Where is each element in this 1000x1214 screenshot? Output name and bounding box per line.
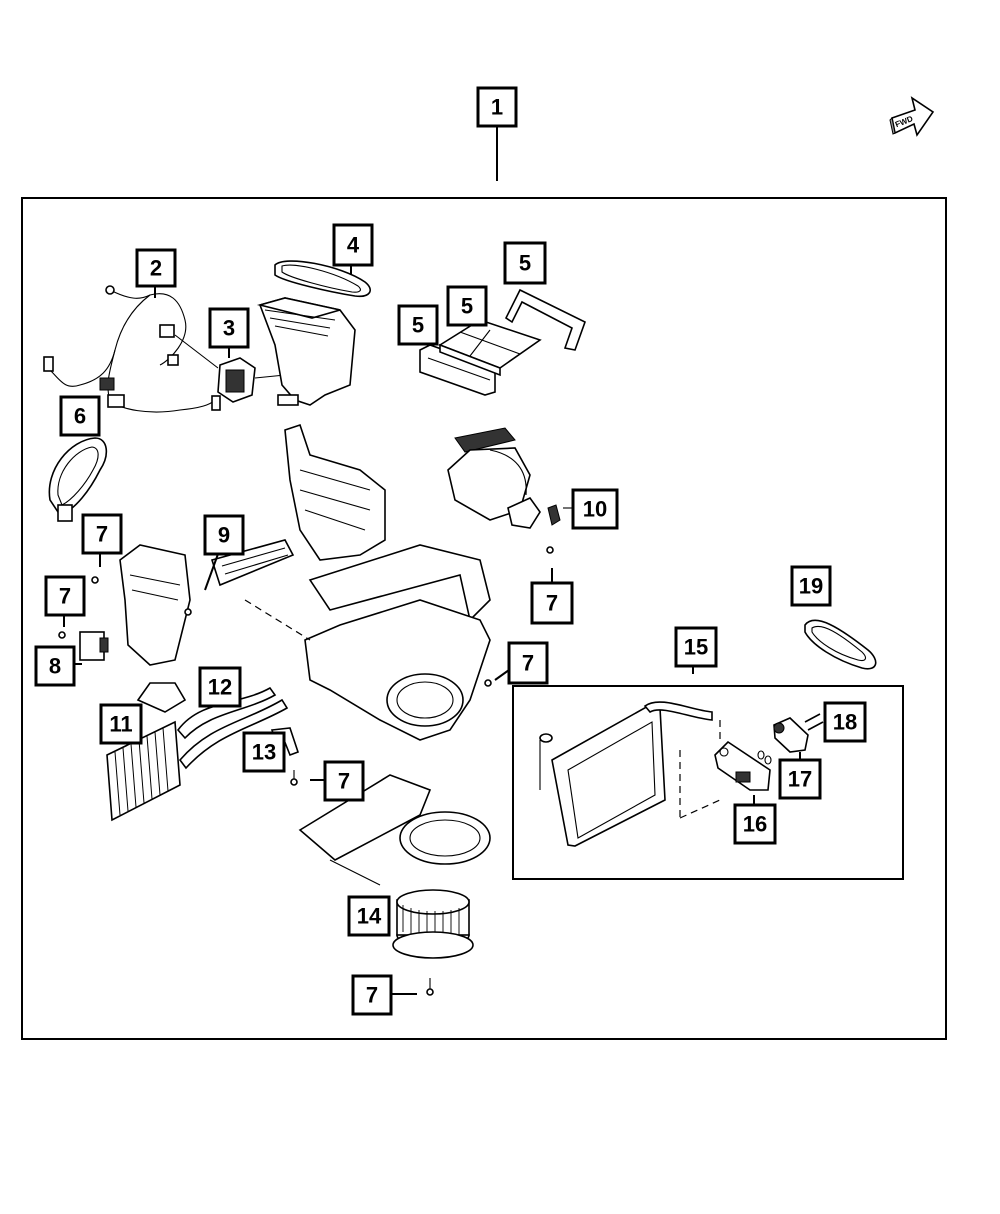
part-cabin-filter — [438, 319, 542, 377]
part-side-housing — [119, 544, 191, 666]
svg-text:18: 18 — [833, 710, 857, 735]
callout-6[interactable]: 6 — [59, 395, 101, 437]
callout-14[interactable]: 14 — [347, 895, 391, 937]
part-temperature-door — [210, 539, 311, 641]
callout-17[interactable]: 17 — [778, 758, 822, 800]
svg-text:3: 3 — [223, 316, 235, 341]
part-evaporator — [539, 701, 721, 847]
callout-16[interactable]: 16 — [733, 803, 777, 845]
callout-10[interactable]: 10 — [571, 488, 619, 530]
callout-7-upper[interactable]: 7 — [81, 513, 123, 555]
svg-text:16: 16 — [743, 812, 767, 837]
part-lower-case — [304, 544, 491, 741]
callout-12[interactable]: 12 — [198, 666, 242, 708]
callout-7-blower[interactable]: 7 — [323, 760, 365, 802]
callout-9[interactable]: 9 — [203, 514, 245, 556]
svg-text:13: 13 — [252, 740, 276, 765]
svg-text:17: 17 — [788, 767, 812, 792]
svg-text:4: 4 — [347, 233, 360, 258]
svg-text:10: 10 — [583, 497, 607, 522]
svg-text:7: 7 — [546, 591, 558, 616]
svg-text:2: 2 — [150, 256, 162, 281]
part-wire-harness — [43, 285, 221, 413]
svg-text:7: 7 — [338, 769, 350, 794]
part-expansion-valve — [757, 717, 809, 765]
callout-7-bottom[interactable]: 7 — [351, 974, 393, 1016]
svg-text:7: 7 — [96, 522, 108, 547]
assembly-frame — [21, 197, 947, 1040]
part-seal-gasket — [48, 437, 108, 522]
part-mid-case — [284, 423, 386, 561]
callout-5-filter[interactable]: 5 — [446, 285, 488, 327]
callout-7-actuator[interactable]: 7 — [530, 581, 574, 625]
svg-text:14: 14 — [357, 904, 382, 929]
part-control-module — [174, 334, 286, 403]
part-expansion-valve-bracket — [714, 740, 771, 791]
forward-arrow-icon: FWD — [889, 96, 935, 137]
part-evaporator-seal — [804, 619, 877, 670]
callout-5-frame[interactable]: 5 — [503, 241, 547, 285]
svg-text:12: 12 — [208, 675, 232, 700]
svg-text:1: 1 — [491, 95, 503, 120]
part-upper-housing — [256, 297, 356, 406]
part-screws — [58, 546, 554, 996]
part-blower-housing — [298, 774, 491, 886]
part-bolts — [804, 713, 824, 731]
svg-text:5: 5 — [519, 251, 531, 276]
callout-7-case[interactable]: 7 — [507, 641, 549, 685]
callout-4[interactable]: 4 — [332, 223, 374, 267]
part-filter-frame — [504, 288, 586, 351]
callout-13[interactable]: 13 — [242, 731, 286, 773]
part-mode-door-assembly — [447, 427, 573, 529]
svg-text:11: 11 — [109, 712, 132, 737]
callout-15[interactable]: 15 — [674, 626, 718, 668]
callout-2[interactable]: 2 — [135, 248, 177, 288]
callout-18[interactable]: 18 — [823, 701, 867, 743]
svg-text:5: 5 — [412, 313, 424, 338]
svg-text:7: 7 — [366, 983, 378, 1008]
part-actuator — [79, 631, 109, 661]
svg-text:19: 19 — [799, 574, 823, 599]
svg-text:9: 9 — [218, 523, 230, 548]
evaporator-subassembly-frame — [512, 685, 904, 880]
callout-19[interactable]: 19 — [790, 565, 832, 607]
part-heater-core — [106, 686, 289, 822]
callout-1[interactable]: 1 — [476, 86, 518, 128]
svg-text:7: 7 — [59, 584, 71, 609]
svg-text:5: 5 — [461, 294, 473, 319]
callout-7-lower[interactable]: 7 — [44, 575, 86, 617]
callout-11[interactable]: 11 — [99, 703, 143, 745]
callout-8[interactable]: 8 — [34, 645, 76, 687]
part-pipe-bracket — [136, 682, 187, 713]
callout-5-door[interactable]: 5 — [397, 304, 439, 346]
svg-text:8: 8 — [49, 654, 61, 679]
part-blower-motor — [392, 889, 474, 959]
svg-text:15: 15 — [684, 635, 708, 660]
callout-3[interactable]: 3 — [208, 307, 250, 349]
svg-text:6: 6 — [74, 404, 86, 429]
svg-text:7: 7 — [522, 651, 534, 676]
part-seal — [274, 260, 371, 298]
